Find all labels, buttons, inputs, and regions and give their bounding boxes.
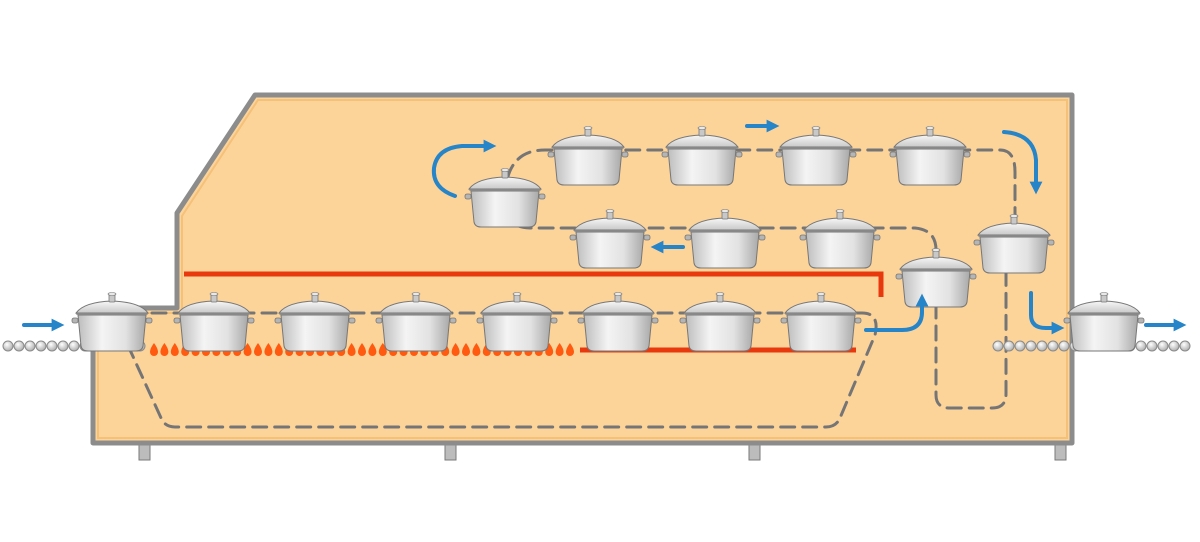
roller-icon (13, 340, 25, 352)
roller-icon (24, 340, 36, 352)
pot-icon (71, 292, 153, 352)
roller-icon (1179, 340, 1191, 352)
oven-legs (138, 442, 1067, 461)
oven-leg (444, 442, 457, 461)
roller-icon (68, 340, 80, 352)
roller-icon (1036, 340, 1048, 352)
roller-icon (35, 340, 47, 352)
lift-arrow-icon (864, 293, 929, 332)
roller-icon (992, 340, 1004, 352)
roller-icon (1025, 340, 1037, 352)
roller-icon (1168, 340, 1180, 352)
pot-icon (1063, 292, 1145, 352)
oven-leg (138, 442, 151, 461)
descend-arrow-icon (1002, 130, 1043, 195)
roller-icon (57, 340, 69, 352)
loop-left-arrow-icon (431, 139, 497, 198)
roller-icon (1146, 340, 1158, 352)
flow-arrows (22, 119, 1187, 335)
lower-loop-path (128, 311, 878, 429)
upper-heating-element (184, 271, 884, 297)
roller-icon (1135, 340, 1147, 352)
exit-drop-arrow-icon (1029, 291, 1065, 335)
roller-icon (1157, 340, 1169, 352)
roller-icon (2, 340, 14, 352)
roller-icon (46, 340, 58, 352)
oven-chamber-inner-edge (97, 99, 1068, 439)
roller-icon (1014, 340, 1026, 352)
oven-leg (748, 442, 761, 461)
roller-icon (1047, 340, 1059, 352)
oven-leg (1054, 442, 1067, 461)
roller-icon (1003, 340, 1015, 352)
transfer-loop-path (934, 258, 1008, 410)
roller-icon (1058, 340, 1070, 352)
